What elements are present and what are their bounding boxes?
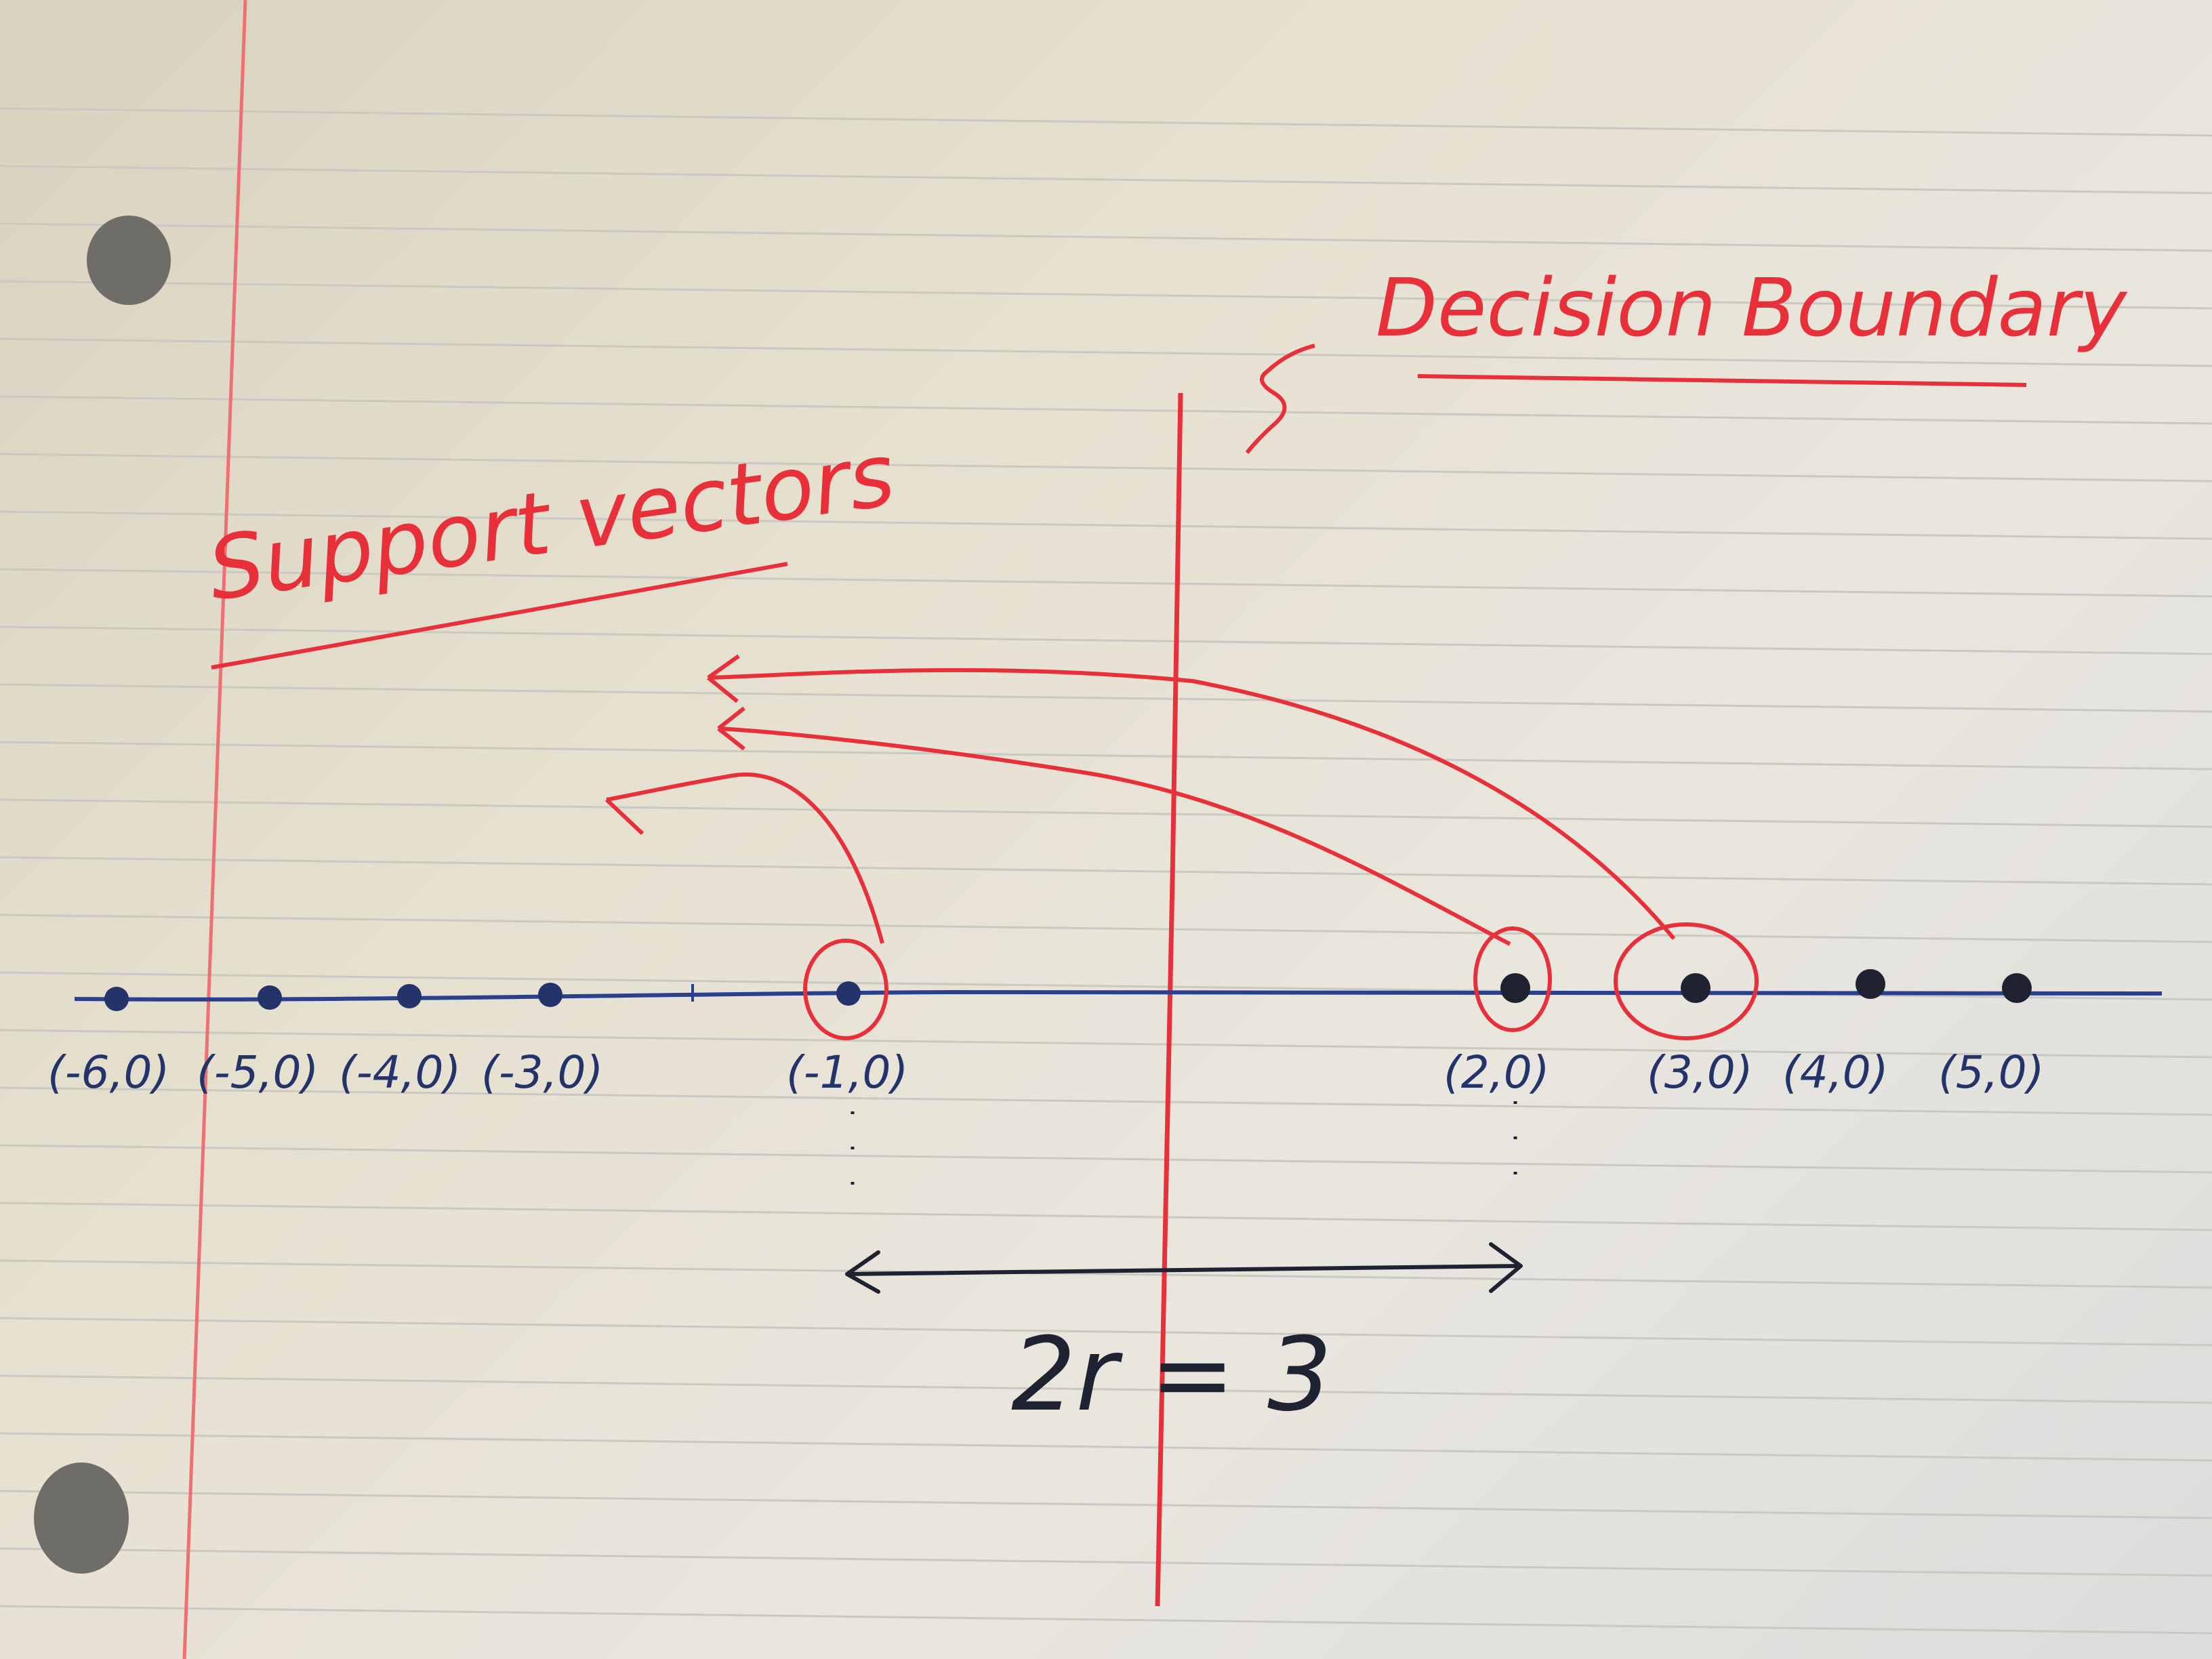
support-arrow-pos-1 [717,706,1511,946]
ruled-line [0,626,2212,655]
boundary-pointer-squiggle [1245,344,1315,454]
ruled-line [0,1432,2212,1462]
decision-boundary-line [1155,392,1183,1607]
ruled-line [0,337,2212,367]
data-point-negative [538,983,562,1007]
binder-hole-top [87,216,171,305]
decision-boundary-underline [1417,374,2027,387]
data-point-negative [258,985,282,1010]
ruled-line [0,1317,2212,1347]
support-vector-circle-pos-2 [1614,922,1759,1040]
point-label: (4,0) [1782,1046,1888,1099]
ruled-line [0,914,2212,943]
ruled-line [0,222,2212,252]
data-point-positive [1681,973,1711,1003]
ruled-line [0,798,2212,828]
point-label: (-1,0) [786,1046,908,1099]
point-label: (-5,0) [197,1046,319,1099]
ruled-line [0,453,2212,483]
ruled-line [0,1490,2212,1519]
binder-hole-bottom [34,1462,129,1574]
ruled-line [0,165,2212,194]
support-vector-circle-pos-1 [1473,926,1552,1032]
margin-width-arrow [845,1242,1523,1294]
ruled-line [0,568,2212,598]
ruled-line [0,1374,2212,1404]
data-point-positive [1500,973,1530,1003]
ruled-line [0,1259,2212,1289]
support-arrow-neg [605,773,884,944]
data-point-positive [2002,973,2032,1003]
support-vector-circle-neg [803,939,888,1040]
support-arrow-pos-2 [707,654,1676,940]
support-vectors-underline [211,562,788,670]
margin-line [182,0,247,1659]
support-vectors-label: Support vectors [203,424,901,620]
ruled-lines [0,107,2212,1635]
point-label: (3,0) [1647,1046,1753,1099]
ruled-line [0,1605,2212,1635]
point-label: (-4,0) [339,1046,461,1099]
ruled-line [0,1144,2212,1174]
ruled-line [0,280,2212,310]
margin-equation: 2r = 3 [1011,1316,1332,1434]
number-line [74,989,2163,1002]
point-label: (-6,0) [47,1046,169,1099]
ruled-line [0,1547,2212,1577]
ruled-line [0,510,2212,540]
decision-boundary-label: Decision Boundary [1376,261,2128,354]
ruled-line [0,107,2212,137]
ruled-line [0,1029,2212,1059]
ruled-line [0,1202,2212,1231]
data-points: (-6,0) (-5,0) (-4,0) (-3,0) (-1,0) (2,0) (3,0)… [47,969,2044,1099]
ruled-line [0,856,2212,886]
data-point-negative [397,984,422,1008]
ruled-line [0,1086,2212,1116]
ruled-line [0,395,2212,425]
data-point-negative [104,987,129,1011]
ruled-line [0,741,2212,771]
data-point-negative [836,981,861,1006]
point-label: (-3,0) [481,1046,603,1099]
point-label: (5,0) [1938,1046,2044,1099]
data-point-positive [1856,969,1885,999]
ruled-line [0,683,2212,713]
point-label: (2,0) [1443,1046,1549,1099]
